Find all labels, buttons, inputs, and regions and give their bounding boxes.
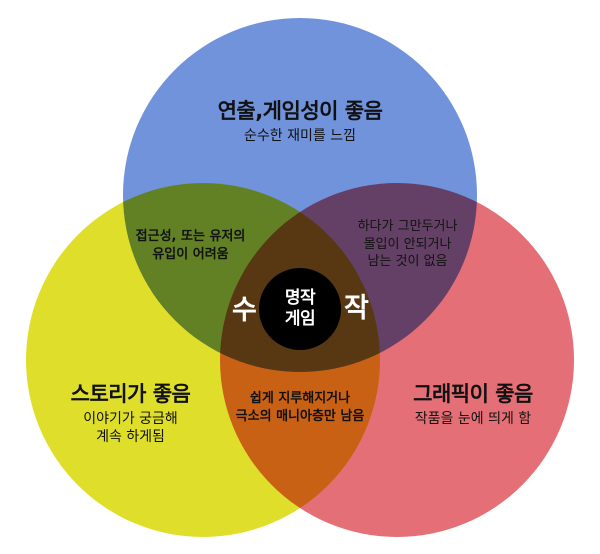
center-label-line1: 명작 xyxy=(284,287,316,308)
overlap-tr-line1: 하다가 그만두거나 xyxy=(357,219,458,234)
center-masterpiece-label: 명작 게임 xyxy=(284,287,316,331)
center-char-jak: 작 xyxy=(344,293,369,324)
story-subtitle-line2: 계속 하게됨 xyxy=(96,429,165,446)
overlap-tr-line2: 몰입이 안되거나 xyxy=(363,236,452,252)
story-title: 스토리가 좋음 xyxy=(70,382,191,406)
center-char-su: 수 xyxy=(232,295,257,326)
overlap-b-line2: 극소의 매니아층만 남음 xyxy=(235,408,365,424)
overlap-top-left-text: 접근성, 또는 유저의 유입이 어려움 xyxy=(108,228,273,263)
overlap-top-right-text: 하다가 그만두거나 몰입이 안되거나 남는 것이 없음 xyxy=(330,218,485,271)
graphics-title: 그래픽이 좋음 xyxy=(413,382,533,406)
circle-graphics xyxy=(220,183,574,537)
overlap-tl-line2: 유입이 어려움 xyxy=(152,246,229,262)
center-label-line2: 게임 xyxy=(284,309,316,329)
gameplay-title: 연출,게임성이 좋음 xyxy=(217,99,383,123)
center-masterpiece-circle: 명작 게임 xyxy=(259,268,341,350)
overlap-b-line1: 쉽게 지루해지거나 xyxy=(249,391,351,406)
story-subtitle-line1: 이야기가 궁금해 xyxy=(83,411,178,427)
overlap-tr-line3: 남는 것이 없음 xyxy=(367,254,448,270)
overlap-bottom-text: 쉽게 지루해지거나 극소의 매니아층만 남음 xyxy=(210,390,390,425)
graphics-subtitle: 작품을 눈에 띄게 함 xyxy=(414,411,532,427)
overlap-tl-line1: 접근성, 또는 유저의 xyxy=(135,229,246,244)
story-subtitle: 이야기가 궁금해 계속 하게됨 xyxy=(28,410,233,446)
gameplay-subtitle: 순수한 재미를 느낌 xyxy=(244,128,356,144)
